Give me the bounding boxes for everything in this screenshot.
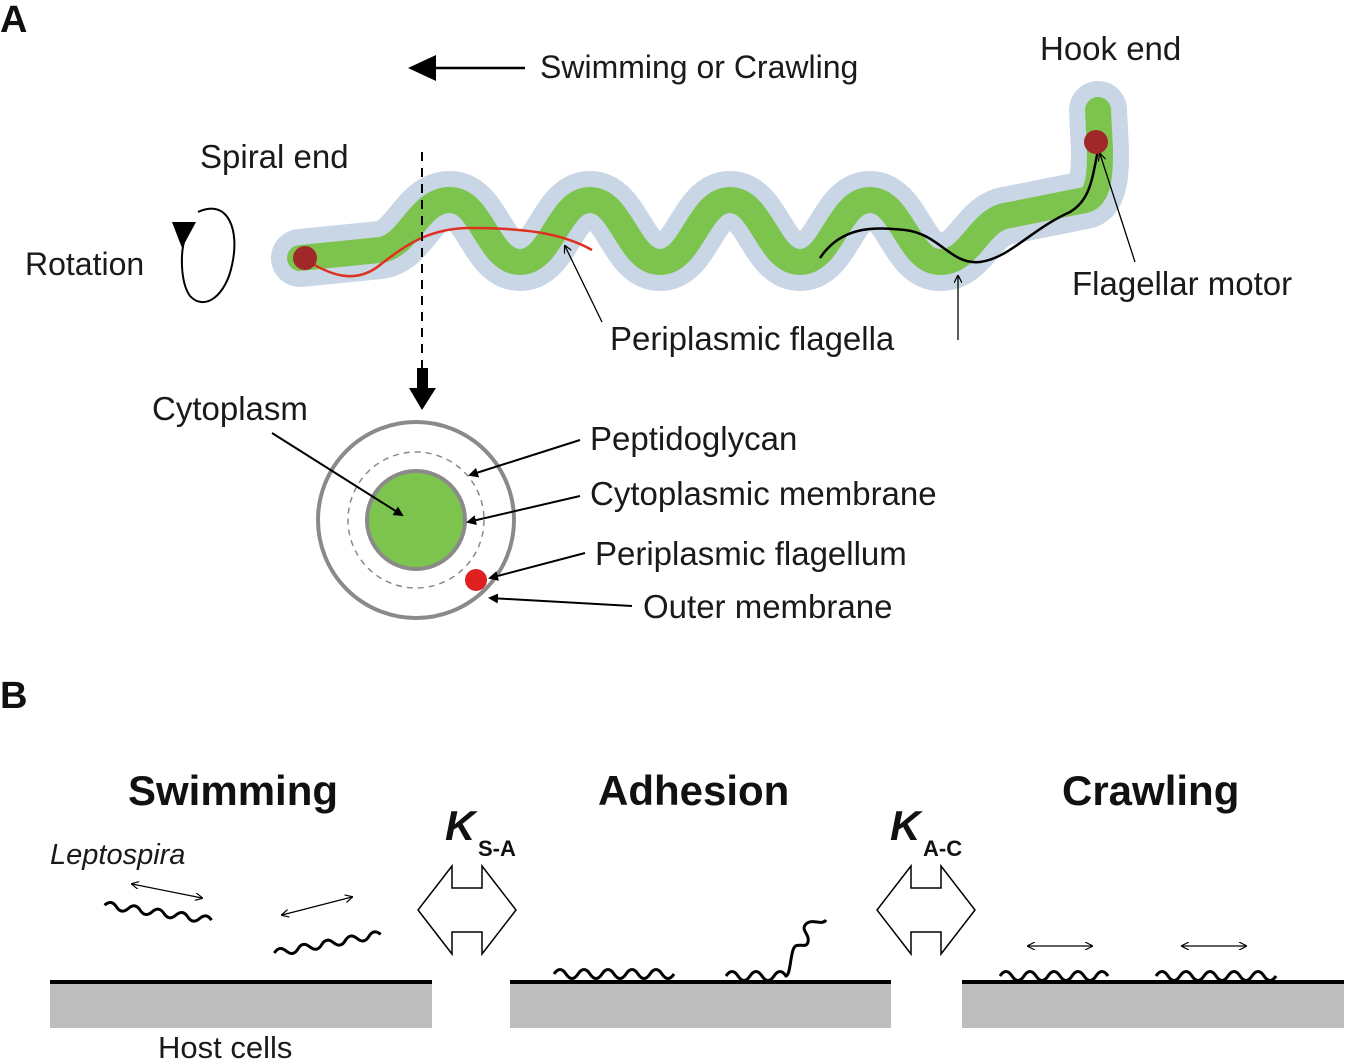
cytoplasmic-membrane-label: Cytoplasmic membrane [590,475,937,512]
k-sa-subscript: S-A [478,836,516,861]
swimming-header: Swimming [128,767,338,814]
direction-label: Swimming or Crawling [540,49,858,85]
k-sa-symbol: K [445,802,478,849]
motor-pointer [1100,154,1136,263]
crawling-header: Crawling [1062,767,1239,814]
leptospira-crawling-2 [1154,970,1278,982]
spiral-end-label: Spiral end [200,138,349,175]
host-cell-surface-adhesion [510,980,891,1028]
periplasmic-flagellum-spiral-end [305,226,593,278]
leptospira-crawling-1 [998,970,1110,982]
leptospira-cell-body [271,81,1129,291]
peptidoglycan-pointer [468,439,581,478]
k-ac-symbol: K [890,802,923,849]
periplasmic-flagellum-pointer [488,552,586,581]
periplasmic-flagellum-label: Periplasmic flagellum [595,535,907,572]
flagellar-motor-spiral [293,246,317,270]
rotation-label: Rotation [25,246,144,282]
flagellar-motor-label: Flagellar motor [1072,265,1292,302]
panel-a-letter: A [0,0,27,41]
periplasmic-flagellum-hook-end [818,149,1100,264]
swimming-motion-arrow-1 [132,884,202,898]
hook-end-label: Hook end [1040,30,1181,67]
cytoplasm-pointer [271,432,404,517]
k-ac-bidirectional-arrow [876,863,976,957]
k-sa-bidirectional-arrow [417,863,517,957]
leptospira-label: Leptospira [50,839,185,871]
leptospira-swimming-2 [273,930,382,955]
outer-membrane-pointer [488,593,633,607]
cytoplasm-label: Cytoplasm [152,390,308,427]
cross-section-arrow [409,368,436,410]
outer-membrane-label: Outer membrane [643,588,892,625]
swimming-motion-arrow-2 [282,897,352,915]
adhesion-header: Adhesion [598,767,789,814]
panel-b-letter: B [0,675,27,717]
periplasmic-flagella-label: Periplasmic flagella [610,320,895,357]
peptidoglycan-ring [347,451,485,589]
cross-section [316,420,516,620]
k-ac-subscript: A-C [923,836,962,861]
peptidoglycan-label: Peptidoglycan [590,420,797,457]
rotation-icon [172,207,236,303]
host-cell-surface-crawling [962,980,1344,1028]
host-cell-surface-swimming [50,980,432,1028]
cytoplasm-disc [365,469,467,571]
direction-arrow [408,55,525,81]
leptospira-swimming-1 [103,901,213,923]
flagella-pointer-left [565,246,603,323]
host-cells-label: Host cells [158,1030,292,1064]
leptospira-adhered-1 [552,968,676,980]
periplasmic-flagellum-dot [465,569,487,591]
leptospira-adhered-2 [724,918,828,982]
k-sa-rate-constant: K S-A [445,802,516,861]
flagellar-motor-hook [1084,130,1108,154]
k-ac-rate-constant: K A-C [890,802,962,861]
cytoplasmic-membrane-pointer [466,495,581,526]
